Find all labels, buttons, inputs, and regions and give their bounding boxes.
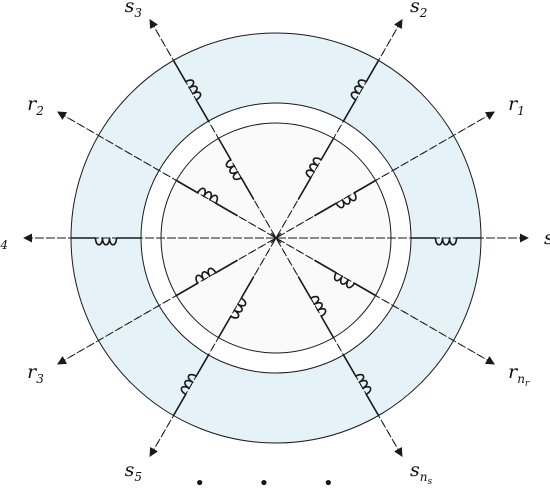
label-base: s bbox=[125, 0, 135, 17]
label-subscript: 1 bbox=[517, 104, 525, 118]
label-base: s bbox=[125, 459, 135, 481]
coils-layer bbox=[70, 59, 482, 417]
rotor-coil-r3-winding bbox=[175, 259, 238, 297]
label-subscript: 4 bbox=[0, 238, 8, 252]
stator-coil-s4-winding bbox=[70, 237, 142, 246]
center-marker bbox=[270, 232, 282, 244]
stator-coil-s1-winding bbox=[410, 237, 482, 246]
stator-coil-s2 bbox=[342, 59, 380, 122]
rotor-label-r1: r1 bbox=[508, 93, 525, 118]
rotor-coil-r3 bbox=[175, 259, 238, 297]
stator-coil-s2-winding bbox=[342, 59, 380, 122]
rotor-axis-r2 bbox=[57, 111, 495, 365]
rotor-coil-extra-s3 bbox=[217, 137, 255, 200]
stator-axis-sns bbox=[149, 19, 403, 457]
stator-coil-sns bbox=[342, 354, 380, 417]
label-subscript: n bbox=[420, 470, 428, 484]
rotor-label-r2: r2 bbox=[27, 93, 44, 118]
rotor-axis-rnr bbox=[57, 111, 495, 365]
rotor-coil-rnr bbox=[314, 259, 377, 297]
stator-coil-s3 bbox=[172, 59, 210, 122]
label-base: r bbox=[27, 361, 38, 383]
stator-label-s2: s2 bbox=[410, 0, 427, 20]
rotor-axis-r3 bbox=[57, 111, 495, 365]
label-subscript: 5 bbox=[134, 470, 142, 484]
label-subscript: 3 bbox=[134, 6, 142, 20]
rotor-label-r3: r3 bbox=[27, 361, 44, 386]
rotor-coil-rnr-winding bbox=[314, 259, 377, 297]
rotor-coil-extra-s2-winding bbox=[297, 137, 335, 200]
stator-coil-s5 bbox=[172, 354, 210, 417]
axes-layer bbox=[23, 19, 529, 457]
rotor-coil-r1 bbox=[314, 179, 377, 217]
label-subsubscript: r bbox=[525, 379, 530, 389]
stator-label-s3: s3 bbox=[125, 0, 143, 20]
stator-label-s5: s5 bbox=[125, 459, 142, 484]
label-subscript: n bbox=[517, 372, 525, 386]
label-base: r bbox=[508, 93, 519, 115]
rotor-coil-extra-s5 bbox=[217, 276, 255, 339]
ellipsis-dots: • • • bbox=[194, 473, 357, 494]
stator-label-s1: s1 bbox=[544, 227, 550, 252]
rotor-coil-extra-s5-winding bbox=[217, 276, 255, 339]
rotor-coil-r2-winding bbox=[175, 179, 238, 217]
label-subscript: 2 bbox=[35, 104, 44, 118]
stator-axis-s3 bbox=[149, 19, 403, 457]
rotor-axis-r1 bbox=[57, 111, 495, 365]
rotor-coil-extra-s3-winding bbox=[217, 137, 255, 200]
label-subsubscript: s bbox=[428, 477, 433, 487]
label-base: r bbox=[508, 361, 519, 383]
stator-label-s4: s4 bbox=[0, 227, 8, 252]
stator-axis-s2 bbox=[149, 19, 403, 457]
label-subscript: 2 bbox=[419, 6, 428, 20]
stator-coil-s3-winding bbox=[172, 59, 210, 122]
rotor-coil-extra-s2 bbox=[297, 137, 335, 200]
stator-coil-sns-winding bbox=[342, 354, 380, 417]
label-base: r bbox=[27, 93, 38, 115]
label-base: s bbox=[544, 227, 550, 249]
rotor-coil-r1-winding bbox=[314, 179, 377, 217]
label-subscript: 3 bbox=[36, 372, 44, 386]
labels-layer: s1s2s3s4s5snsr1r2r3rnr bbox=[0, 0, 550, 487]
stator-coil-s4 bbox=[70, 237, 142, 246]
stator-axis-s5 bbox=[149, 19, 403, 457]
rotor-label-rnr: rnr bbox=[508, 361, 530, 389]
stator-coil-s1 bbox=[410, 237, 482, 246]
rotor-coil-extra-sns bbox=[297, 276, 335, 339]
stator-coil-s5-winding bbox=[172, 354, 210, 417]
stator-label-sns: sns bbox=[410, 459, 433, 487]
label-base: s bbox=[410, 0, 420, 17]
rotor-coil-r2 bbox=[175, 179, 238, 217]
label-base: s bbox=[410, 459, 420, 481]
rotor-coil-extra-sns-winding bbox=[297, 276, 335, 339]
label-base: s bbox=[0, 227, 1, 249]
